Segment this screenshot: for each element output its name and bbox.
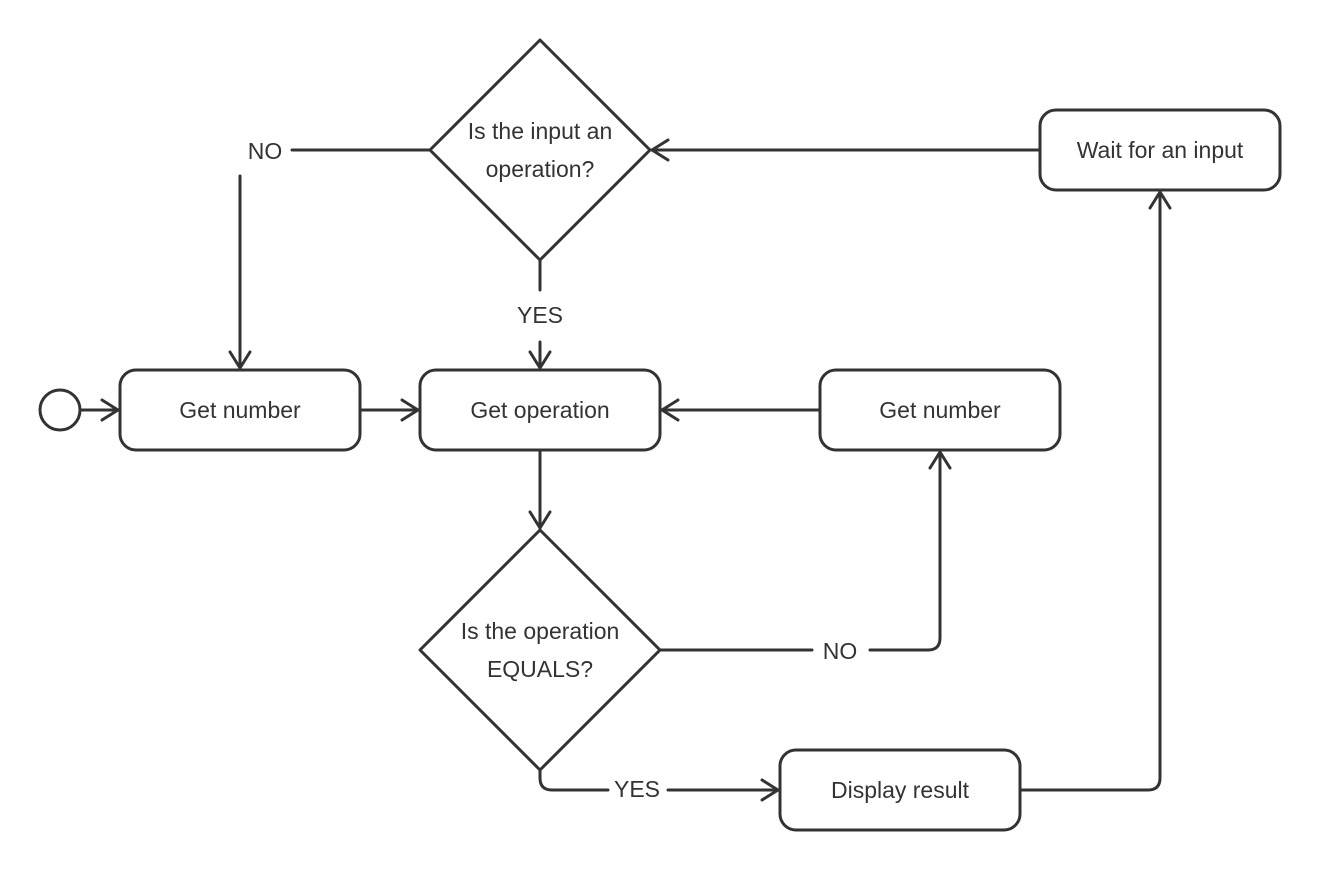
decision-is-equals-line1: Is the operation bbox=[461, 618, 620, 644]
decision-is-operation[interactable]: Is the input an operation? bbox=[428, 38, 652, 262]
decision-is-equals[interactable]: Is the operation EQUALS? bbox=[418, 528, 662, 772]
node-wait-for-input-box bbox=[1038, 108, 1282, 192]
node-get-number-right-label: Get number bbox=[879, 397, 1001, 423]
node-get-operation[interactable]: Get operation bbox=[418, 368, 662, 452]
edge-display-result-to-wait-input bbox=[1018, 190, 1172, 792]
decision-is-equals-line2: EQUALS? bbox=[487, 656, 593, 682]
edge-label-equals-no: NO bbox=[823, 638, 858, 664]
node-get-number-left-label: Get number bbox=[179, 397, 301, 423]
decision-is-equals-shape bbox=[418, 528, 662, 772]
node-get-number-left[interactable]: Get number bbox=[118, 368, 362, 452]
node-display-result[interactable]: Display result bbox=[778, 748, 1022, 832]
node-wait-for-input-label: Wait for an input bbox=[1077, 137, 1244, 163]
decision-is-operation-shape bbox=[428, 38, 652, 262]
node-get-operation-box bbox=[418, 368, 662, 452]
node-get-number-right-box bbox=[818, 368, 1062, 452]
node-get-number-right[interactable]: Get number bbox=[818, 368, 1062, 452]
node-display-result-box bbox=[778, 748, 1022, 832]
edge-equals-yes-segment-a bbox=[538, 768, 610, 792]
edge-label-equals-yes: YES bbox=[614, 776, 660, 802]
edge-equals-no-segment-b bbox=[868, 450, 952, 652]
edge-label-operation-yes: YES bbox=[517, 302, 563, 328]
node-wait-for-input[interactable]: Wait for an input bbox=[1038, 108, 1282, 192]
node-get-number-left-box bbox=[118, 368, 362, 452]
edge-label-operation-no: NO bbox=[248, 138, 283, 164]
node-get-operation-label: Get operation bbox=[470, 397, 609, 423]
node-display-result-label: Display result bbox=[831, 777, 970, 803]
start-node[interactable] bbox=[38, 388, 82, 432]
decision-is-operation-line1: Is the input an bbox=[468, 118, 613, 144]
decision-is-operation-line2: operation? bbox=[486, 156, 595, 182]
